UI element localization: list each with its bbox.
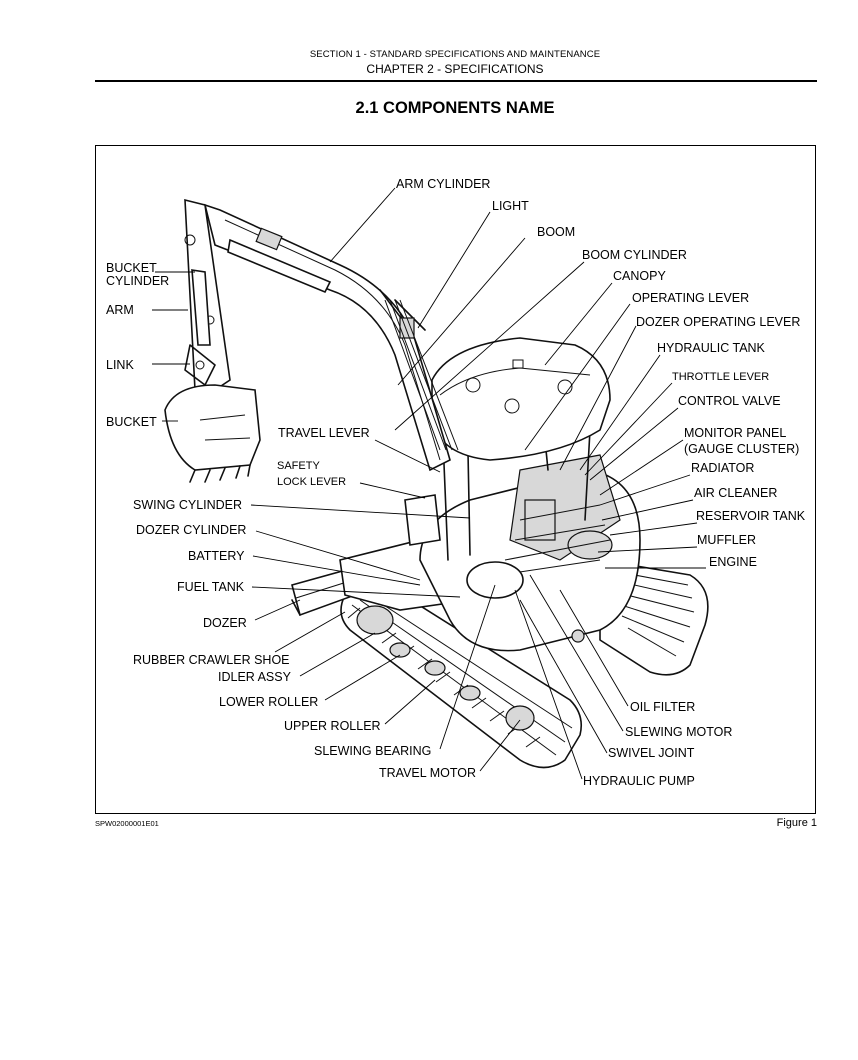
label-arm-cylinder: ARM CYLINDER bbox=[396, 177, 490, 191]
label-gauge-cluster: (GAUGE CLUSTER) bbox=[684, 442, 799, 456]
label-engine: ENGINE bbox=[709, 555, 757, 569]
label-air-cleaner: AIR CLEANER bbox=[694, 486, 777, 500]
label-dozer-cylinder: DOZER CYLINDER bbox=[136, 523, 246, 537]
leader-lines bbox=[152, 187, 706, 780]
label-radiator: RADIATOR bbox=[691, 461, 754, 475]
label-boom: BOOM bbox=[537, 225, 575, 239]
label-swing-cylinder: SWING CYLINDER bbox=[133, 498, 242, 512]
label-slewing-motor: SLEWING MOTOR bbox=[625, 725, 732, 739]
document-code: SPW02000001E01 bbox=[95, 819, 159, 828]
label-fuel-tank: FUEL TANK bbox=[177, 580, 245, 594]
label-arm: ARM bbox=[106, 303, 134, 317]
label-swivel-joint: SWIVEL JOINT bbox=[608, 746, 695, 760]
label-operating-lever: OPERATING LEVER bbox=[632, 291, 749, 305]
label-throttle-lever: THROTTLE LEVER bbox=[672, 371, 769, 383]
label-travel-lever: TRAVEL LEVER bbox=[278, 426, 370, 440]
label-canopy: CANOPY bbox=[613, 269, 666, 283]
header-rule bbox=[95, 80, 817, 82]
label-slewing-bearing: SLEWING BEARING bbox=[314, 744, 431, 758]
page-title: 2.1 COMPONENTS NAME bbox=[355, 99, 555, 117]
excavator-illustration bbox=[164, 198, 709, 769]
label-bucket: BUCKET bbox=[106, 415, 157, 429]
label-control-valve: CONTROL VALVE bbox=[678, 394, 781, 408]
label-lower-roller: LOWER ROLLER bbox=[219, 695, 318, 709]
label-boom-cylinder: BOOM CYLINDER bbox=[582, 248, 687, 262]
label-safety-lock-lever-2: LOCK LEVER bbox=[277, 476, 346, 488]
figure-frame bbox=[95, 145, 816, 814]
label-idler-assy: IDLER ASSY bbox=[218, 670, 292, 684]
label-bucket-cylinder-2: CYLINDER bbox=[106, 274, 169, 288]
label-reservoir-tank: RESERVOIR TANK bbox=[696, 509, 806, 523]
label-muffler: MUFFLER bbox=[697, 533, 756, 547]
label-travel-motor: TRAVEL MOTOR bbox=[379, 766, 476, 780]
chapter-header: CHAPTER 2 - SPECIFICATIONS bbox=[366, 62, 544, 76]
label-monitor-panel: MONITOR PANEL bbox=[684, 426, 786, 440]
label-dozer-operating-lever: DOZER OPERATING LEVER bbox=[636, 315, 800, 329]
label-battery: BATTERY bbox=[188, 549, 245, 563]
component-labels: ARM CYLINDER LIGHT BOOM BOOM CYLINDER CA… bbox=[106, 177, 806, 788]
figure-caption: Figure 1 bbox=[776, 817, 817, 829]
label-safety-lock-lever-1: SAFETY bbox=[277, 460, 320, 472]
label-upper-roller: UPPER ROLLER bbox=[284, 719, 381, 733]
label-rubber-crawler-shoe: RUBBER CRAWLER SHOE bbox=[133, 653, 290, 667]
label-bucket-cylinder-1: BUCKET bbox=[106, 261, 157, 275]
label-hydraulic-pump: HYDRAULIC PUMP bbox=[583, 774, 695, 788]
label-light: LIGHT bbox=[492, 199, 529, 213]
label-dozer: DOZER bbox=[203, 616, 247, 630]
section-header: SECTION 1 - STANDARD SPECIFICATIONS AND … bbox=[309, 49, 601, 60]
label-link: LINK bbox=[106, 358, 134, 372]
label-oil-filter: OIL FILTER bbox=[630, 700, 695, 714]
label-hydraulic-tank: HYDRAULIC TANK bbox=[657, 341, 766, 355]
